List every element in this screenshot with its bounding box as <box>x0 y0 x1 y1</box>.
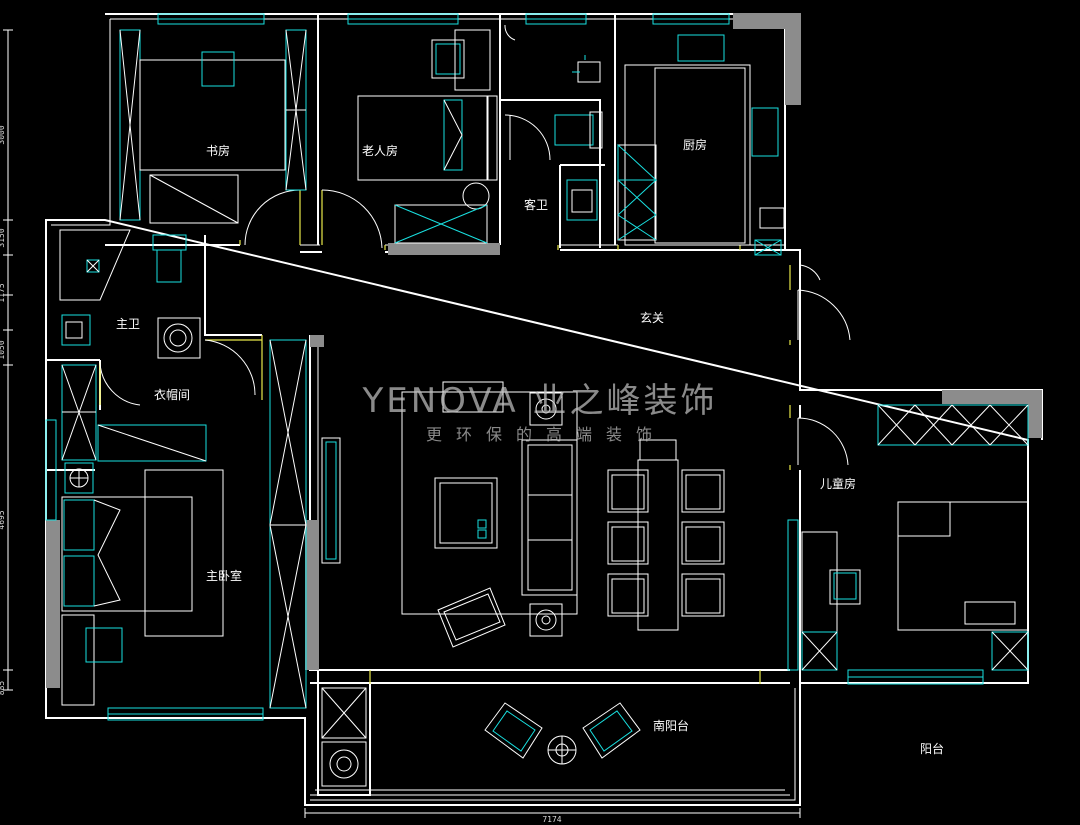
closet-fixtures <box>61 339 307 709</box>
elder-room-furniture <box>357 29 498 244</box>
label-study: 书房 <box>206 143 230 158</box>
dim-left-6: 885 <box>0 681 6 696</box>
label-foyer: 玄关 <box>640 310 664 325</box>
dim-left-2: 3150 <box>0 228 6 247</box>
dim-left-1: 3000 <box>0 125 6 144</box>
balcony-furniture <box>321 687 641 787</box>
guest-bath-fixtures <box>554 55 603 221</box>
study-furniture <box>119 29 307 224</box>
shear-wall-layer <box>46 13 1042 688</box>
master-bath-fixtures <box>59 229 201 359</box>
dim-bottom: 7174 <box>542 815 561 824</box>
living-room-furniture <box>401 381 578 648</box>
label-walk-in-closet: 衣帽间 <box>154 387 190 402</box>
window-layer <box>45 13 984 721</box>
room-label-layer: 书房 老人房 厨房 客卫 主卫 玄关 衣帽间 儿童房 主卧室 南阳台 阳台 <box>116 137 944 756</box>
label-elder-room: 老人房 <box>362 143 398 158</box>
label-south-balcony: 南阳台 <box>653 718 689 733</box>
watermark-slogan: 更环保的高端装饰 <box>426 425 666 444</box>
label-kids-room: 儿童房 <box>820 476 856 491</box>
brand-watermark: YENOVA 业之峰装饰 更环保的高端装饰 <box>362 381 718 444</box>
label-balcony: 阳台 <box>920 741 944 756</box>
dim-left-3: 1175 <box>0 283 6 302</box>
dim-left-4: 1050 <box>0 340 6 359</box>
label-guest-bath: 客卫 <box>524 197 548 212</box>
dining-furniture <box>607 439 725 631</box>
master-bedroom-furniture <box>61 437 341 706</box>
watermark-brand: YENOVA 业之峰装饰 <box>362 381 718 421</box>
wall-layer <box>45 13 1043 806</box>
door-layer <box>99 24 851 684</box>
dim-left-5: 4695 <box>0 510 6 529</box>
dimension-layer: 3000 3150 1175 1050 4695 885 7174 <box>0 29 801 824</box>
label-master-bath: 主卫 <box>116 317 140 331</box>
kids-room-furniture <box>801 404 1029 671</box>
kitchen-fixtures <box>617 34 785 256</box>
furniture-layer <box>59 29 1029 787</box>
label-master-bedroom: 主卧室 <box>206 568 242 583</box>
label-kitchen: 厨房 <box>683 137 707 152</box>
